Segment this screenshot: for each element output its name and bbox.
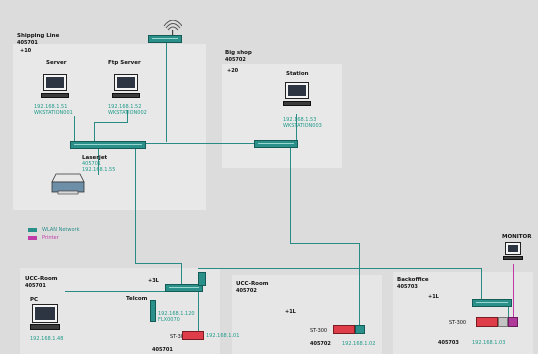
telcom-ip: 192.168.1.120 (158, 311, 195, 317)
ucc1-switch-port (198, 272, 206, 286)
backoffice-ip: +1L (428, 294, 439, 300)
room-shipping-line (13, 44, 206, 210)
shipping-line-title: Shipping Line (17, 33, 60, 39)
monitor-name: MONITOR (502, 234, 532, 240)
link-ftp-up (127, 110, 128, 123)
server-computer-icon (41, 74, 69, 98)
ucc1-title: UCC-Room (25, 276, 58, 282)
ucc2-code: 405702 (236, 288, 257, 294)
link-ftp-down (94, 122, 95, 142)
link-printer-up (98, 147, 99, 175)
server-name: Server (46, 60, 67, 66)
ucc1-rack-model: ST-300 (170, 334, 188, 340)
ftp-server-name: Ftp Server (108, 60, 141, 66)
bigshop-switch (254, 140, 298, 148)
big-shop-ip: +20 (227, 68, 239, 74)
shipping-switch (70, 141, 146, 149)
link-station-down (296, 114, 297, 141)
ucc1-plus-label: +3L (148, 278, 159, 284)
link-shipping-to-ucc1 (135, 263, 182, 264)
laserjet-printer-icon (51, 173, 85, 195)
router-icon (148, 20, 182, 43)
station-id: WKSTATION003 (283, 123, 322, 129)
ftp-server-computer-icon (112, 74, 140, 98)
station-ip: 192.168.1.53 (283, 117, 317, 123)
ucc2-rack-ip: 192.168.1.02 (342, 341, 376, 347)
legend-swatch-wlan (28, 228, 37, 232)
shipping-line-ip: +10 (20, 48, 32, 54)
station-computer-icon (283, 82, 311, 106)
backoffice-rack-model: ST-300 (449, 320, 467, 326)
link-bigshop-horiz (290, 243, 360, 244)
server-ip: 192.168.1.51 (34, 104, 68, 110)
ucc2-title: UCC-Room (236, 281, 269, 287)
link-back-rack (508, 303, 509, 321)
station-name: Station (286, 71, 309, 77)
ucc1-code: 405701 (25, 283, 46, 289)
pc-ip: 192.168.1.48 (30, 336, 64, 342)
ftp-server-ip: 192.168.1.52 (108, 104, 142, 110)
ucc2-rack-code: 405702 (310, 341, 331, 347)
room-backoffice (393, 272, 533, 354)
big-shop-code: 405702 (225, 57, 246, 63)
link-ucc1-up (181, 263, 182, 285)
link-backoffice-drop (481, 268, 482, 300)
telcom-id: FLX0070 (158, 317, 180, 323)
pc-computer-icon (30, 304, 60, 330)
laserjet-name: Laserjet (82, 155, 108, 161)
backoffice-title: Backoffice (397, 277, 429, 283)
legend-label-printer: Printer (42, 235, 59, 241)
ucc2-rack-device (333, 325, 365, 334)
legend-swatch-printer (28, 236, 37, 240)
link-ucc1-backoffice (198, 268, 481, 269)
link-router-down (166, 42, 167, 142)
ftp-server-id: WKSTATION002 (108, 110, 147, 116)
backoffice-code: 405703 (397, 284, 418, 290)
monitor-computer-icon (503, 242, 523, 260)
telcom-device (150, 300, 156, 322)
laserjet-code: 405701 (82, 161, 102, 167)
telcom-name: Telcom (126, 296, 148, 302)
legend: WLAN Network Printer (28, 226, 108, 246)
link-ucc2-down (359, 243, 360, 325)
link-ucc1-rack (198, 291, 199, 331)
room-big-shop (222, 64, 342, 168)
laserjet-ip: 192.168.1.55 (82, 167, 116, 173)
link-shipping-drop (135, 148, 136, 263)
link-monitor-printer (513, 264, 514, 318)
backoffice-switch (472, 299, 512, 307)
ucc1-rack-ip: 192.168.1.01 (206, 333, 240, 339)
ucc1-rack-device (182, 331, 204, 340)
ucc1-switch (165, 284, 203, 292)
link-ftp-across (94, 122, 128, 123)
link-server-down (74, 116, 75, 142)
backoffice-rack-device (476, 317, 518, 327)
shipping-line-code: 405701 (17, 40, 38, 46)
big-shop-title: Big shop (225, 50, 252, 56)
ucc2-rack-model: ST-300 (310, 328, 328, 334)
legend-label-wlan: WLAN Network (42, 227, 80, 233)
server-id: WKSTATION001 (34, 110, 73, 116)
link-ucc1-pc (65, 291, 175, 292)
pc-name: PC (30, 297, 39, 303)
link-bigshop-drop (290, 148, 291, 243)
room-ucc-2 (232, 275, 382, 354)
backoffice-rack-code: 405703 (438, 340, 459, 346)
backoffice-rack-ip: 192.168.1.03 (472, 340, 506, 346)
link-backbone (145, 143, 255, 144)
ucc1-rack-code: 405701 (152, 347, 173, 353)
ucc2-plus-label: +1L (285, 309, 296, 315)
